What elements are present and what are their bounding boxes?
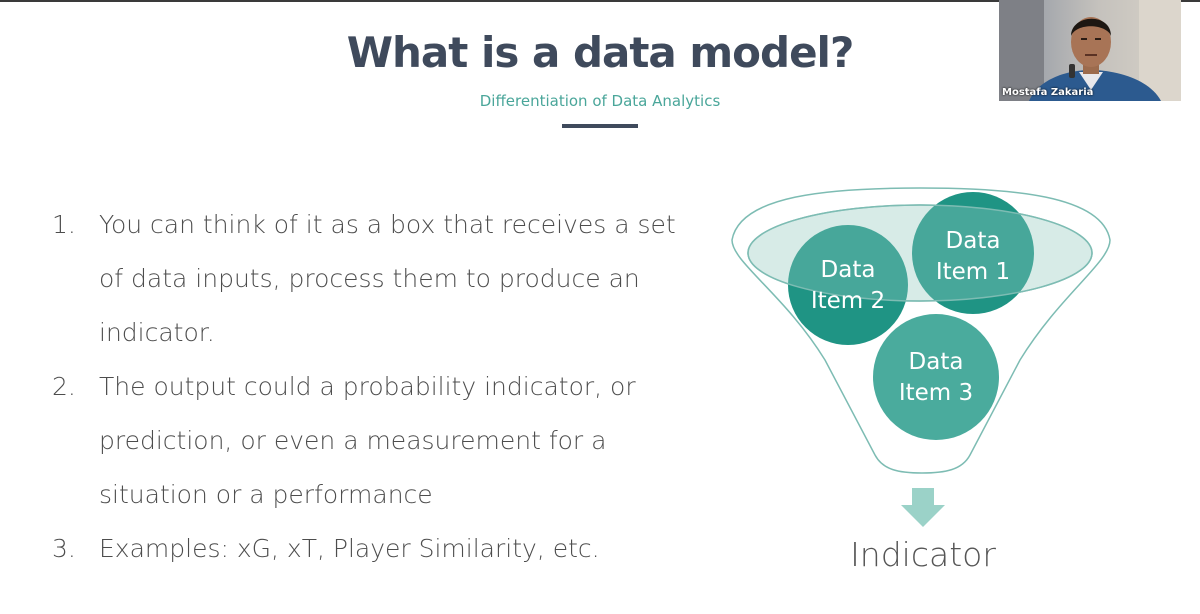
slide-title: What is a data model? — [346, 28, 855, 77]
participant-video — [999, 0, 1181, 101]
list-number: 2. — [52, 372, 76, 401]
arrow-down-icon — [901, 488, 945, 527]
data-item-3-label-top: Data — [909, 349, 964, 375]
bullet-list: 1. You can think of it as a box that rec… — [52, 198, 712, 576]
data-item-2-circle — [788, 225, 908, 345]
webcam-tile[interactable]: Mostafa Zakaria — [999, 0, 1181, 101]
title-underline — [562, 124, 638, 128]
list-line: situation or a performance — [99, 480, 433, 509]
list-number: 1. — [52, 210, 76, 239]
list-line: of data inputs, process them to produce … — [99, 264, 640, 293]
list-line: Examples: xG, xT, Player Similarity, etc… — [99, 534, 600, 563]
data-item-2-label-bottom: Item 2 — [811, 288, 885, 314]
data-item-3-circle — [873, 314, 999, 440]
list-line: You can think of it as a box that receiv… — [99, 210, 676, 239]
data-item-3-label-bottom: Item 3 — [899, 380, 973, 406]
list-line: The output could a probability indicator… — [99, 372, 636, 401]
participant-name: Mostafa Zakaria — [1002, 87, 1094, 98]
list-item: 2. The output could a probability indica… — [52, 360, 712, 522]
indicator-label: Indicator — [850, 535, 996, 574]
funnel-rim-overlay — [747, 204, 1093, 302]
data-item-2-label-top: Data — [821, 257, 876, 283]
data-item-1-label-top: Data — [946, 228, 1001, 254]
slide-subtitle: Differentiation of Data Analytics — [479, 92, 721, 110]
data-item-1-circle — [912, 192, 1034, 314]
list-item: 1. You can think of it as a box that rec… — [52, 198, 712, 360]
list-line: prediction, or even a measurement for a — [99, 426, 607, 455]
list-line: indicator. — [99, 318, 215, 347]
list-number: 3. — [52, 534, 76, 563]
data-item-1-label-bottom: Item 1 — [936, 259, 1010, 285]
top-border — [0, 0, 1200, 2]
list-item: 3. Examples: xG, xT, Player Similarity, … — [52, 522, 712, 576]
